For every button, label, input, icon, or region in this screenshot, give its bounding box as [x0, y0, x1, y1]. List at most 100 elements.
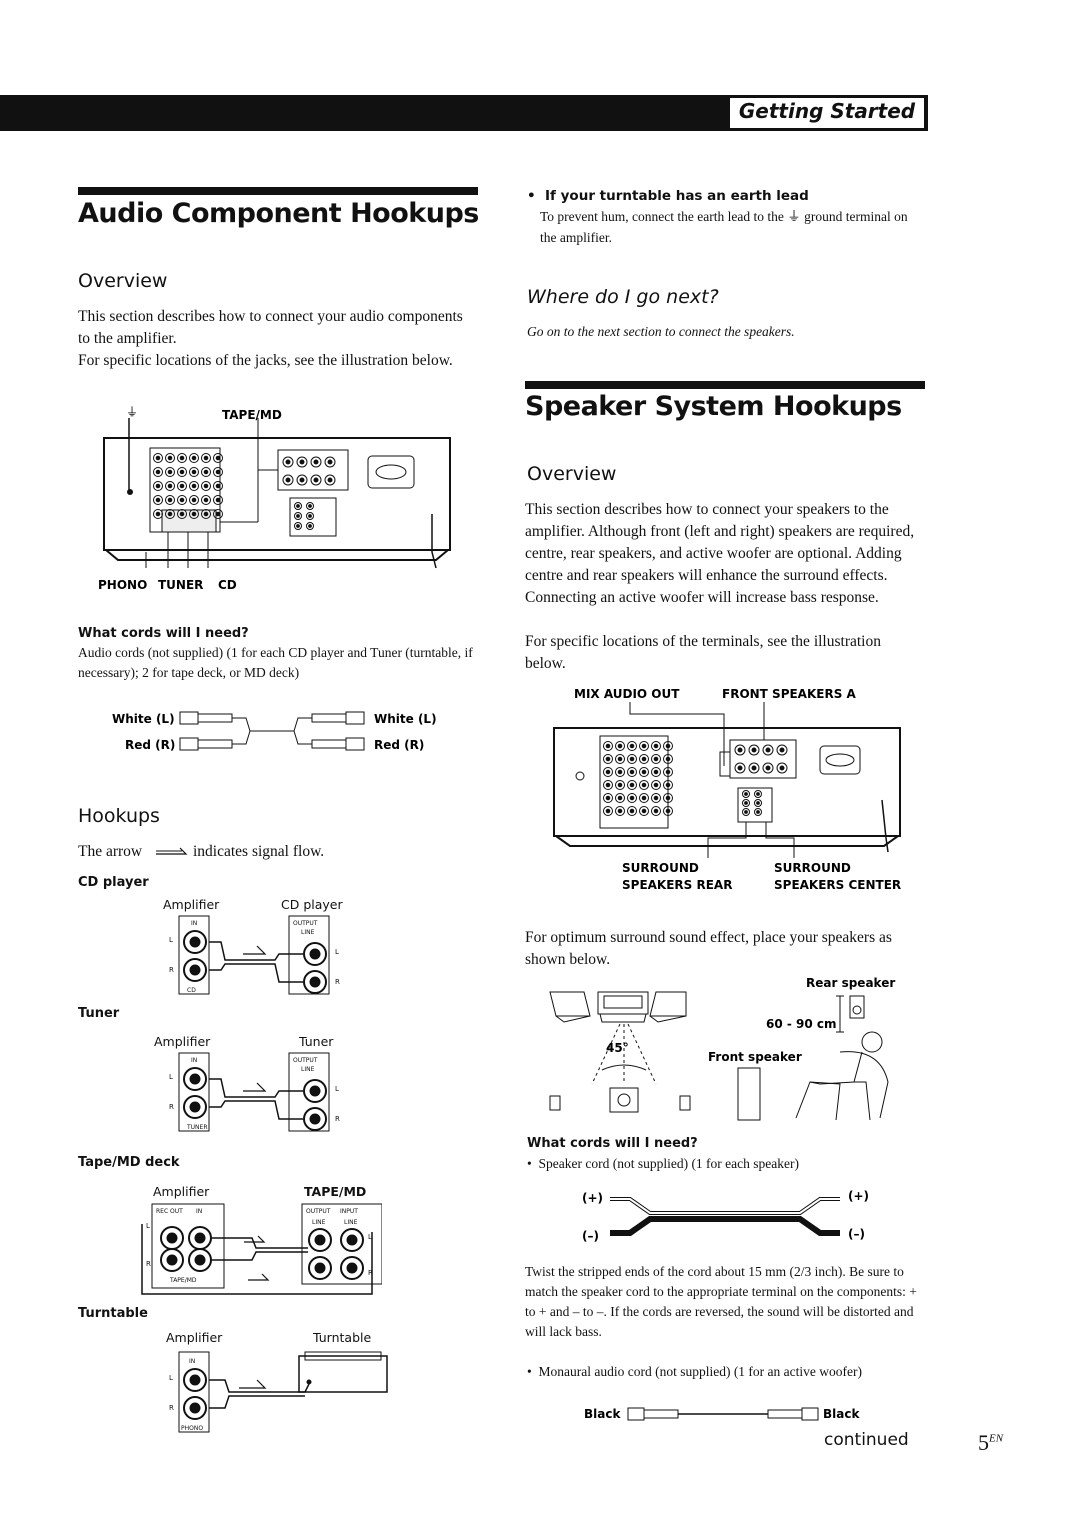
panel-jack — [165, 453, 175, 463]
panel-jack-center — [641, 756, 647, 762]
panel-jack — [754, 808, 762, 816]
panel-jack — [201, 453, 211, 463]
panel-jack — [213, 453, 223, 463]
cable-white-l-left: White (L) — [112, 712, 175, 726]
panel-jack — [663, 793, 673, 803]
panel-jack — [603, 767, 613, 777]
panel-jack-center — [756, 810, 760, 814]
panel-jack-center — [617, 782, 623, 788]
front-speaker-label: Front speaker — [708, 1050, 802, 1064]
panel-jack-center — [203, 497, 209, 503]
panel-jack — [177, 467, 187, 477]
page-number: 5EN — [978, 1430, 1003, 1456]
tape-line-2: LINE — [344, 1219, 358, 1226]
panel-jack-center — [296, 504, 300, 508]
panel-jack-center — [167, 455, 173, 461]
audio-cords-text: Audio cords (not supplied) (1 for each C… — [78, 645, 473, 680]
dev-l: L — [335, 1085, 339, 1093]
tape-heading: Tape/MD deck — [78, 1155, 180, 1170]
rca-jack — [183, 1095, 207, 1119]
tt-in: IN — [189, 1358, 195, 1365]
panel-jack — [762, 744, 774, 756]
panel-jack — [748, 744, 760, 756]
tuner-device-label: Tuner — [299, 1034, 334, 1049]
turntable-amplifier-label: Amplifier — [166, 1330, 223, 1345]
panel-jack — [627, 767, 637, 777]
panel-jack — [310, 456, 322, 468]
tape-in: IN — [196, 1208, 202, 1215]
panel-jack-center — [179, 455, 185, 461]
panel-jack — [754, 790, 762, 798]
speaker-overview-p1: This section describes how to connect yo… — [525, 501, 915, 606]
panel-jack — [627, 741, 637, 751]
amp-source-label: TUNER — [186, 1124, 208, 1131]
panel-jack — [294, 522, 302, 530]
speaker-overview-heading: Overview — [527, 463, 617, 485]
cable-red-r-right: Red (R) — [374, 738, 424, 752]
panel-jack-center — [215, 469, 221, 475]
panel-jack-center — [285, 477, 291, 483]
panel-jack-center — [285, 459, 291, 465]
speaker-placement-diagram: Rear speaker 60 - 90 cm 45° Front speake… — [549, 976, 895, 1121]
mono-item: • Monaural audio cord (not supplied) (1 … — [527, 1364, 862, 1379]
speaker-cord-item-text: Speaker cord (not supplied) (1 for each … — [538, 1156, 799, 1171]
minus-left: (–) — [582, 1229, 599, 1243]
tt-l: L — [169, 1374, 173, 1382]
panel-jack — [615, 793, 625, 803]
rca-jack-center — [189, 936, 201, 948]
amp-l: L — [169, 936, 173, 944]
amp-in: IN — [191, 920, 197, 927]
panel-jack — [201, 467, 211, 477]
panel-jack — [776, 744, 788, 756]
panel-jack — [742, 799, 750, 807]
panel-jack — [762, 762, 774, 774]
label-mix-audio-out: MIX AUDIO OUT — [574, 687, 680, 701]
speaker-title: Speaker System Hookups — [525, 391, 902, 422]
tape-amplifier-label: Amplifier — [153, 1184, 210, 1199]
panel-jack — [153, 509, 163, 519]
tuner-amplifier-label: Amplifier — [154, 1034, 211, 1049]
arrow-text-before: The arrow — [78, 843, 143, 860]
panel-jack — [742, 808, 750, 816]
ground-symbol-label: ⏚ — [126, 405, 138, 419]
cd-device-label: CD player — [281, 897, 343, 912]
rca-cable-diagram: White (L) Red (R) White (L) Red (R) — [112, 711, 437, 752]
panel-jack — [663, 806, 673, 816]
label-surround-center-1: SURROUND — [774, 861, 851, 875]
jack-block — [149, 447, 221, 533]
panel-jack — [282, 474, 294, 486]
panel-jack — [639, 780, 649, 790]
panel-jack-center — [296, 514, 300, 518]
panel-jack — [213, 495, 223, 505]
panel-jack-center — [617, 756, 623, 762]
rca-jack — [183, 930, 207, 954]
panel-jack-center — [179, 497, 185, 503]
amplifier-rear-panel-diagram: ⏚ TAPE/MD PHONO TUNER CD — [98, 405, 451, 592]
panel-jack-center — [308, 514, 312, 518]
minus-right: (–) — [848, 1227, 865, 1241]
panel-jack — [603, 806, 613, 816]
panel-jack — [189, 481, 199, 491]
panel-jack — [213, 481, 223, 491]
panel-jack — [294, 502, 302, 510]
panel-jack-center — [179, 483, 185, 489]
panel-jack-center — [629, 782, 635, 788]
earth-text: To prevent hum, connect the earth lead t… — [540, 206, 920, 248]
panel-jack — [153, 453, 163, 463]
tape-hookup-diagram: REC OUT IN OUTPUT INPUT LINE LINE TAPE/M… — [141, 1203, 382, 1295]
mono-item-text: Monaural audio cord (not supplied) (1 fo… — [538, 1364, 862, 1379]
panel-jack-center — [617, 743, 623, 749]
panel-jack — [651, 754, 661, 764]
panel-jack-center — [313, 477, 319, 483]
panel-jack — [201, 509, 211, 519]
dev-line: LINE — [301, 929, 315, 936]
panel-jack-center — [653, 743, 659, 749]
rca-jack — [303, 942, 327, 966]
panel-jack-center — [203, 469, 209, 475]
panel-jack-center — [744, 810, 748, 814]
dev-r: R — [335, 978, 340, 986]
section-title: Getting Started — [738, 99, 916, 123]
panel-jack — [639, 767, 649, 777]
panel-jack-center — [605, 795, 611, 801]
rca-jack — [183, 1067, 207, 1091]
